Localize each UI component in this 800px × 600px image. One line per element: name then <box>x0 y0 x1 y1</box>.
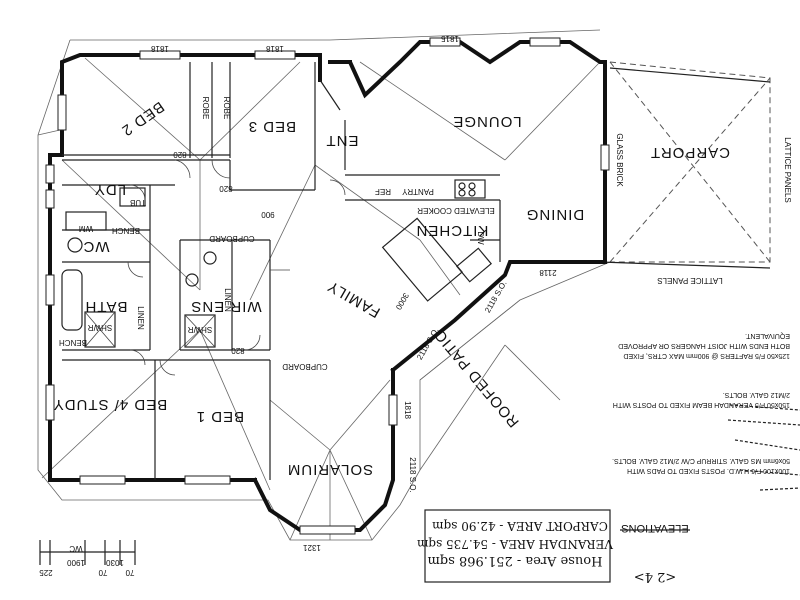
roof-outline <box>37 29 611 541</box>
label-robe2: ROBE <box>222 97 231 120</box>
label-tub: TUB <box>130 198 146 207</box>
dim-1815: 1815 <box>441 34 459 43</box>
dim-1818b: 1818 <box>266 44 284 53</box>
label-kitchen: KITCHEN <box>416 222 489 239</box>
dim-225: 225 <box>39 568 53 577</box>
dim-1818a: 1818 <box>151 44 169 53</box>
label-lounge: LOUNGE <box>452 113 521 130</box>
dim-1818c: 1818 <box>403 401 412 419</box>
structural-notes: 125x50 F/5 RAFTERS @ 900mm MAX CTRS, FIX… <box>612 332 790 474</box>
label-pantry: PANTRY <box>401 187 433 196</box>
label-robe1: ROBE <box>201 97 210 120</box>
dim-1030: 1030 <box>106 558 124 567</box>
dim-1321: 1321 <box>303 543 321 552</box>
label-carport: CARPORT <box>650 144 730 161</box>
external-walls <box>48 40 607 532</box>
label-bench1: BENCH <box>112 226 140 235</box>
area-verandah: VERANDAH AREA - 54.735 sqm <box>416 537 614 551</box>
label-dw: DW <box>476 231 485 245</box>
area-house: House Area - 251.968 sqm <box>428 553 603 568</box>
scan-artifacts <box>727 404 800 491</box>
area-carport: CARPORT AREA - 42.90 sqm <box>432 519 608 533</box>
lattice-bottom: LATTICE PANELS <box>657 276 723 285</box>
windows <box>45 37 610 535</box>
label-linen2: LINEN <box>223 288 232 312</box>
label-ref: REF <box>375 187 391 196</box>
label-cooker: ELEVATED COOKER <box>417 206 495 215</box>
dim-2118c: 2118 S.O. <box>408 457 417 492</box>
label-wir-ens: WIR ENS <box>190 298 261 315</box>
dim-wc: WC <box>69 544 83 553</box>
dim-900: 900 <box>261 210 275 219</box>
dim-820a: 820 <box>173 150 187 159</box>
dim-2118a: 2118 <box>539 268 557 277</box>
label-cupboard2: CUPBOARD <box>282 362 328 371</box>
label-bench2: BENCH <box>59 338 87 347</box>
note-beam: 150x50 F/5 VERANDAH BEAM FIXED TO POSTS … <box>612 391 790 408</box>
label-bed2: BED 2 <box>118 98 167 140</box>
label-linen1: LINEN <box>136 306 145 330</box>
note-rafters: 125x50 F/5 RAFTERS @ 900mm MAX CTRS, FIX… <box>618 332 790 359</box>
label-dining: DINING <box>526 206 585 223</box>
carport-structure <box>599 61 771 269</box>
label-family: FAMILY <box>324 277 383 321</box>
label-wc: WC <box>83 238 110 255</box>
label-patio: ROOFED PATIO <box>430 325 522 430</box>
dim-820b: 820 <box>219 184 233 193</box>
area-summary: House Area - 251.968 sqm VERANDAH AREA -… <box>416 509 614 583</box>
label-solarium: SOLARIUM <box>287 461 373 478</box>
footer: ELEVATIONS <2 4> <box>620 522 690 584</box>
label-study: BED 4/ STUDY <box>53 396 168 413</box>
label-cupboard1: CUPBOARD <box>209 234 255 243</box>
label-ldy: LDY <box>94 181 126 198</box>
label-bed3: BED 3 <box>248 118 296 135</box>
label-shwr2: SHWR <box>188 325 213 334</box>
elevations-label: ELEVATIONS <box>621 522 688 534</box>
dim-3000: 3000 <box>394 291 411 311</box>
dim-820c: 820 <box>231 346 245 355</box>
dim-70a: 70 <box>98 568 107 577</box>
label-bath: BATH <box>85 298 128 315</box>
doors <box>127 159 346 376</box>
internal-walls <box>62 62 501 480</box>
lattice-top: LATTICE PANELS <box>783 137 792 203</box>
label-ent: ENT <box>326 132 359 149</box>
label-bed1: BED 1 <box>196 408 244 425</box>
dim-70b: 70 <box>125 568 134 577</box>
label-wm: WM <box>79 224 94 233</box>
glass-brick: GLASS BRICK <box>615 133 624 187</box>
fixtures <box>61 179 492 348</box>
scale-legend: 225 1900 WC 70 1030 70 <box>39 540 136 577</box>
dim-1900: 1900 <box>67 558 85 567</box>
page-indicator: <2 4> <box>634 569 676 584</box>
label-shwr1: SHWR <box>88 323 113 332</box>
note-posts: 100x100 F/6 H.W.D. POSTS FIXED TO PADS W… <box>612 457 790 474</box>
